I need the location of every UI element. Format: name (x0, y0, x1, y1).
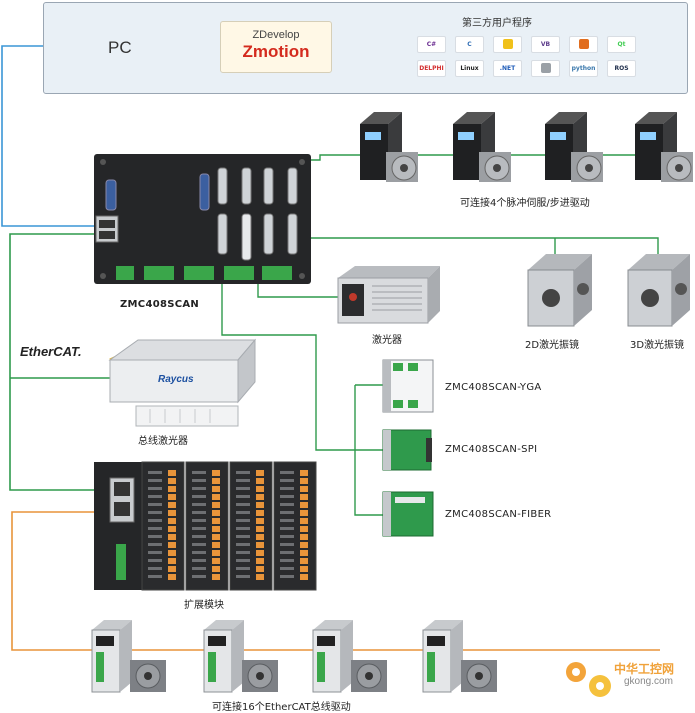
ethercat-drives-caption: 可连接16个EtherCAT总线驱动 (212, 702, 351, 713)
pulse-servo-3 (545, 112, 603, 182)
pulse-servo-2 (453, 112, 511, 182)
delphi-icon: DELPHI (417, 60, 446, 77)
software-title: 第三方用户程序 (462, 18, 532, 29)
galvo-3d-caption: 3D激光振镜 (630, 340, 685, 351)
galvo-line (300, 237, 659, 255)
laser-caption: 激光器 (372, 335, 402, 346)
spi-board-label: ZMC408SCAN-SPI (445, 444, 538, 455)
galvo-2d-caption: 2D激光振镜 (525, 340, 580, 351)
expansion-slice-1 (141, 461, 185, 591)
pc-label: PC (108, 38, 132, 57)
cpp-icon: C (455, 36, 484, 53)
pulse-servo-4 (635, 112, 693, 182)
python-icon: python (569, 60, 598, 77)
dotnet-icon: .NET (493, 60, 522, 77)
ethercat-drive-3 (312, 620, 387, 693)
watermark-url: gkong.com (624, 676, 673, 687)
yga-board (382, 359, 434, 413)
zmc408scan-controller (94, 154, 311, 284)
yga-board-label: ZMC408SCAN-YGA (445, 382, 542, 393)
fiber-board-label: ZMC408SCAN-FIBER (445, 509, 552, 520)
ethercat-bus-line (9, 233, 110, 491)
zmotion-logo: Zmotion (242, 42, 310, 61)
spi-board (382, 429, 432, 471)
controller-graphic (95, 159, 305, 280)
ros-icon: ROS (607, 60, 636, 77)
ethercat-drive-1 (91, 620, 166, 693)
expansion-slice-2 (185, 461, 229, 591)
labview-icon (493, 36, 522, 53)
expansion-caption: 扩展模块 (184, 600, 224, 611)
watermark-cn: 中华工控网 (614, 662, 675, 676)
ethercat-drive-4 (422, 620, 497, 693)
bus-laser-caption: 总线激光器 (138, 436, 188, 447)
csharp-icon: C# (417, 36, 446, 53)
galvo-3d (627, 254, 690, 327)
pulse-servo-1 (360, 112, 418, 182)
qt-icon: Qt (607, 36, 636, 53)
expansion-slice-3 (229, 461, 273, 591)
linux-icon: Linux (455, 60, 484, 77)
controller-name: ZMC408SCAN (120, 299, 200, 310)
android-icon (531, 60, 560, 77)
galvo-2d (527, 254, 592, 327)
raycus-logo: Raycus (158, 374, 194, 385)
zdevelop-logo: ZDevelop Zmotion (220, 21, 332, 73)
zdevelop-label: ZDevelop (252, 29, 300, 41)
ethercat-drive-2 (203, 620, 278, 693)
matlab-icon (569, 36, 598, 53)
vb-icon: VB (531, 36, 560, 53)
ethernet-line (1, 45, 102, 227)
fiber-board (382, 491, 434, 537)
servo-caption: 可连接4个脉冲伺服/步进驱动 (460, 198, 590, 209)
ethercat-drive-line (11, 511, 660, 651)
board-line (221, 275, 385, 451)
ethercat-logo: EtherCAT. (20, 344, 82, 359)
expansion-slice-4 (273, 461, 317, 591)
